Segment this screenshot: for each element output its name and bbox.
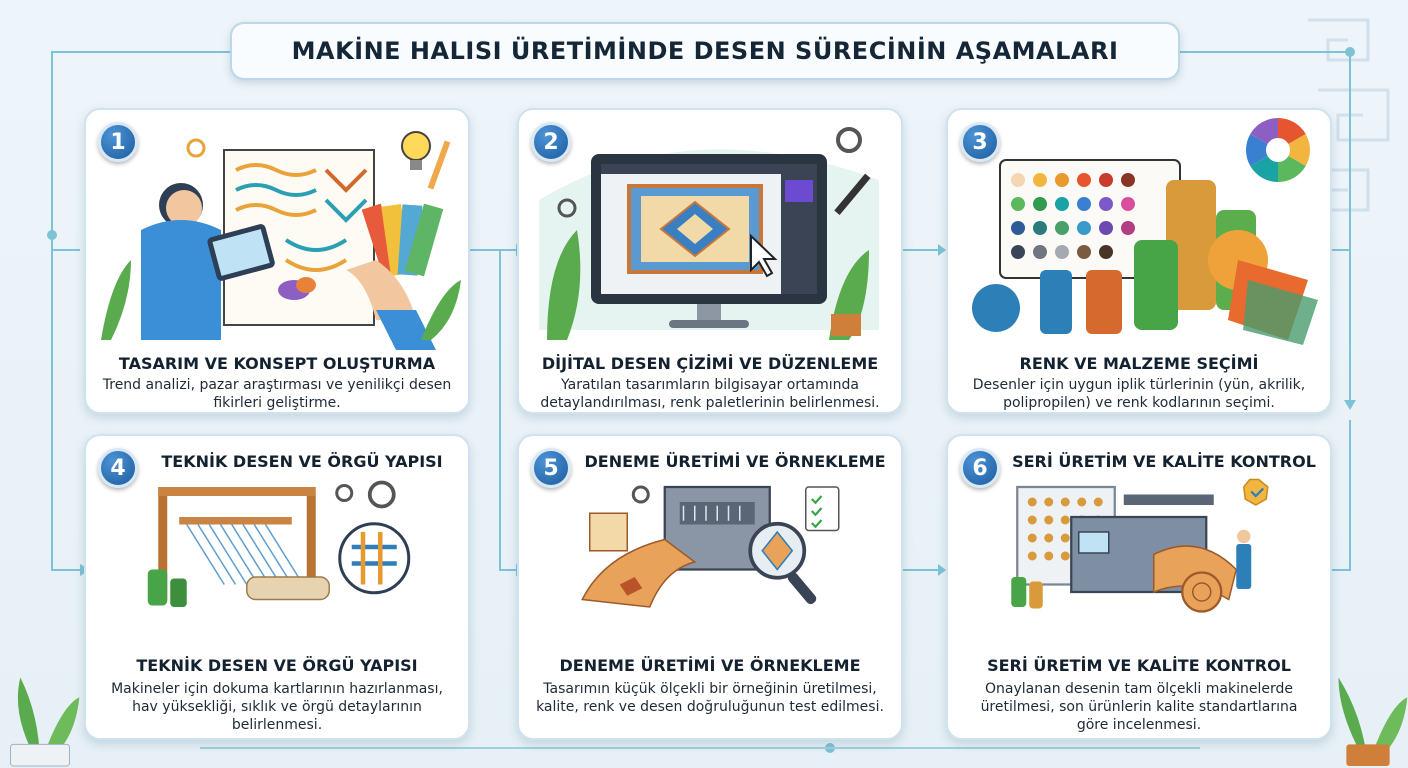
step-number-badge: 1 [98, 122, 138, 162]
step-title: TASARIM VE KONSEPT OLUŞTURMA [118, 354, 436, 373]
designer-with-tablet-icon [101, 131, 461, 350]
step-title: DİJİTAL DESEN ÇİZİMİ VE DÜZENLEME [541, 354, 879, 373]
step-top-title: DENEME ÜRETİMİ VE ÖRNEKLEME [584, 452, 886, 471]
step-top-title: SERİ ÜRETİM VE KALİTE KONTROL [1012, 452, 1316, 471]
yarn-spools-icon [972, 118, 1318, 345]
step-number-badge: 6 [960, 448, 1000, 488]
step-card-4: 4 TEKNİK DESEN VE ÖRGÜ YAPISI TEKNİK DES… [84, 434, 470, 740]
step-description: Trend analizi, pazar araştırması ve yeni… [102, 377, 452, 411]
step-card-3: 3 [946, 108, 1332, 414]
plant-left-icon [10, 677, 80, 767]
step-description: Yaratılan tasarımların bilgisayar ortamı… [540, 377, 880, 411]
loom-icon [147, 480, 411, 607]
step-title: RENK VE MALZEME SEÇİMİ [1019, 354, 1259, 373]
step-description: Makineler için dokuma kartlarının hazırl… [111, 681, 443, 733]
step-card-6: 6 SERİ ÜRETİM VE KALİTE KONTROL SERİ ÜRE… [946, 434, 1332, 740]
title-banner: MAKİNE HALISI ÜRETİMİNDE DESEN SÜRECİNİN… [230, 22, 1180, 80]
step-description: Onaylanan desenin tam ölçekli makinelerd… [980, 681, 1298, 733]
factory-machine-icon [1011, 478, 1269, 613]
computer-monitor-icon [539, 127, 879, 340]
step-number-badge: 5 [531, 448, 571, 488]
step-top-title: TEKNİK DESEN VE ÖRGÜ YAPISI [161, 452, 443, 471]
step-description: Tasarımın küçük ölçekli bir örneğinin ür… [536, 681, 884, 715]
step-card-1: 1 TASARIM VE KO [84, 108, 470, 414]
step-card-5: 5 DENEME ÜRETİMİ VE ÖRNEKLEME DENEME ÜRE… [517, 434, 903, 740]
sample-machine-icon [581, 485, 840, 608]
step-number-badge: 4 [98, 448, 138, 488]
step-title: SERİ ÜRETİM VE KALİTE KONTROL [987, 656, 1291, 675]
step-number-badge: 2 [531, 122, 571, 162]
step-title: TEKNİK DESEN VE ÖRGÜ YAPISI [136, 656, 418, 675]
page-title: MAKİNE HALISI ÜRETİMİNDE DESEN SÜRECİNİN… [291, 37, 1119, 65]
step-card-2: 2 DİJİTAL DESEN ÇİZİMİ VE DÜZENLEME Yara… [517, 108, 903, 414]
plant-right-icon [1338, 677, 1408, 767]
step-number-badge: 3 [960, 122, 1000, 162]
step-title: DENEME ÜRETİMİ VE ÖRNEKLEME [559, 656, 861, 675]
step-description: Desenler için uygun iplik türlerinin (yü… [972, 377, 1306, 411]
